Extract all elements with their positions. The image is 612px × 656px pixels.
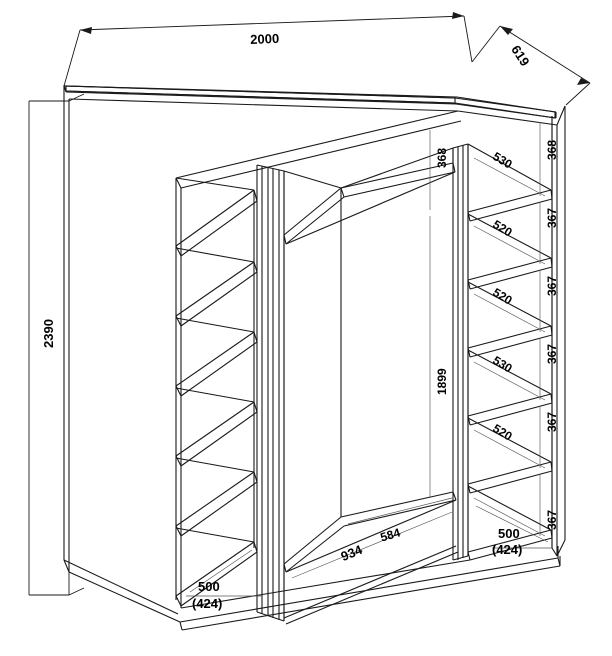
dim-label-right-bottom-500: 500 (498, 526, 520, 541)
dim-label-right-h2-367: 367 (545, 207, 559, 228)
dim-depth-619 (471, 25, 591, 106)
dim-label-right-h5-367: 367 (545, 411, 559, 432)
dim-label-right-h6-367: 367 (545, 509, 559, 530)
dim-label-right-h4-367: 367 (545, 343, 559, 364)
dim-label-center-top-368: 368 (435, 147, 449, 168)
dim-label-center-hanging-1899: 1899 (435, 368, 449, 395)
left-shelves (175, 177, 258, 607)
dim-width-2000 (63, 12, 473, 87)
dim-label-left-bottom-500: 500 (198, 579, 220, 594)
dim-label-right-h1-368: 368 (545, 139, 559, 160)
right-shelves (467, 116, 553, 561)
dim-label-width-2000: 2000 (249, 30, 280, 47)
dim-label-right-bottom-424: (424) (492, 542, 523, 557)
dim-label-right-h3-367: 367 (545, 275, 559, 296)
dim-height-2390 (28, 93, 85, 596)
dim-label-height-2390: 2390 (41, 319, 56, 348)
base-plinth (179, 546, 561, 631)
dim-label-left-bottom-424: (424) (192, 596, 223, 611)
center-top-shelf (283, 162, 456, 245)
center-floor (283, 491, 457, 573)
center-divider (256, 164, 285, 622)
